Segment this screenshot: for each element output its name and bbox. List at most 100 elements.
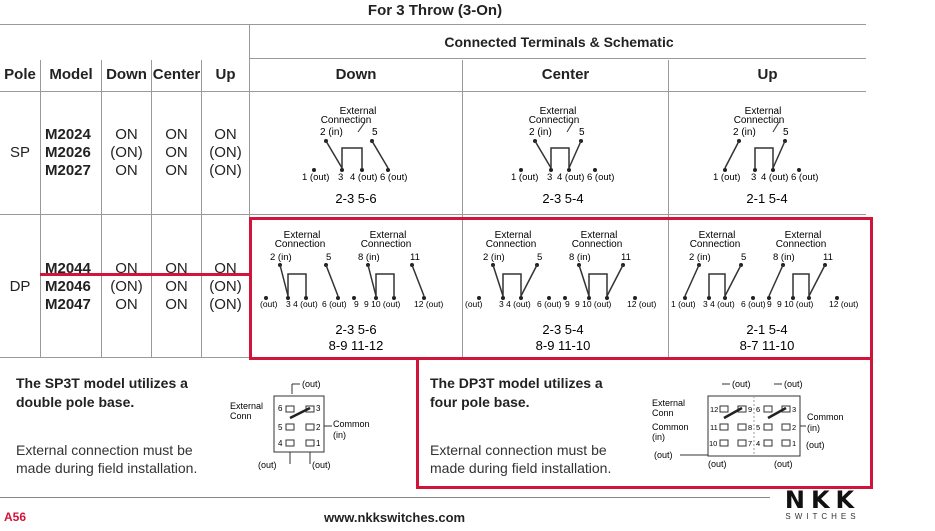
sp-center-states: ON ON ON (152, 126, 201, 180)
label: 12 (710, 405, 718, 414)
label: 6 (out) (537, 299, 562, 309)
label: Connection (572, 239, 623, 250)
label: 5 (278, 423, 283, 432)
label: Common (333, 419, 370, 429)
header-center: Center (152, 66, 201, 83)
note-title: The DP3T model utilizes a (430, 375, 603, 391)
label: 8 (in) (358, 252, 380, 263)
label: 3 4 (out) (499, 299, 531, 309)
label: 1 (316, 439, 321, 448)
connection-code: 8-9 11-12 (329, 338, 384, 353)
divider (0, 24, 866, 25)
dp-down-schematic: External Connection 2 (in) 5 External Co… (260, 230, 443, 353)
model-name: M2024 (45, 126, 91, 143)
label: 3 4 (out) (286, 299, 318, 309)
divider (250, 58, 866, 59)
connection-code: 2-3 5-6 (335, 191, 376, 206)
label: (out) (806, 440, 825, 450)
dp-note: The DP3T model utilizes a four pole base… (430, 374, 603, 412)
divider (249, 24, 250, 357)
header-schematic-up: Up (757, 66, 778, 83)
label: 8 (in) (569, 252, 591, 263)
pole-dp: DP (9, 278, 31, 295)
label: 3 4 (out) (703, 299, 735, 309)
state: (ON) (110, 278, 143, 295)
label: 11 (410, 252, 420, 263)
label: 5 (783, 127, 789, 138)
sp-down-states: ON (ON) ON (102, 126, 151, 180)
label: 4 (out) (350, 172, 377, 183)
highlight-box (249, 217, 873, 360)
label: Connection (529, 115, 580, 126)
connection-code: 2-1 5-4 (746, 191, 787, 206)
label: 11 (621, 252, 631, 263)
dp-center-states: ON ON ON (152, 260, 201, 314)
label: 3 (316, 404, 321, 413)
label: 9 10 (out) (575, 299, 612, 309)
label: (in) (652, 432, 665, 442)
label: 9 (354, 299, 359, 309)
state: ON (115, 162, 138, 179)
label: External (284, 230, 321, 241)
header-schematic-center: Center (541, 66, 590, 83)
label: 6 (out) (380, 172, 407, 183)
state: (ON) (209, 144, 242, 161)
state: ON (115, 126, 138, 143)
connection-code: 2-3 5-4 (542, 322, 583, 337)
label: 6 (out) (741, 299, 766, 309)
label: 4 (out) (557, 172, 584, 183)
label: (out) (302, 379, 321, 389)
label: External (652, 398, 685, 408)
connection-code: 8-7 11-10 (740, 338, 795, 353)
header-pole: Pole (4, 66, 36, 83)
label: 9 10 (out) (777, 299, 814, 309)
footer-url[interactable]: www.nkkswitches.com (324, 510, 466, 525)
label: 12 (out) (829, 299, 858, 309)
connection-code: 2-3 5-4 (542, 191, 583, 206)
label: 4 (756, 439, 760, 448)
label: 5 (537, 252, 542, 263)
label: Connection (734, 115, 785, 126)
label: 5 (579, 127, 585, 138)
model-name: M2046 (45, 278, 91, 295)
label: 1 (out) (671, 299, 696, 309)
label: 2 (in) (320, 127, 343, 138)
label: Connection (361, 239, 412, 250)
label: 9 10 (out) (364, 299, 401, 309)
label: 12 (out) (414, 299, 443, 309)
logo-mark: NKK (784, 486, 861, 514)
label: 6 (278, 404, 283, 413)
label: 3 (751, 172, 756, 183)
label: External (699, 230, 736, 241)
label: External (340, 106, 377, 117)
label: 1 (out) (511, 172, 538, 183)
note-title: double pole base. (16, 394, 135, 410)
connection-code: 8-9 11-10 (536, 338, 591, 353)
label: Connection (275, 239, 326, 250)
label: 3 (338, 172, 343, 183)
label: 7 (748, 439, 752, 448)
model-name: M2047 (45, 296, 91, 313)
label: (out) (465, 299, 483, 309)
state: ON (165, 278, 188, 295)
state: (ON) (209, 162, 242, 179)
label: 5 (741, 252, 746, 263)
note-text: External connection must be (430, 442, 607, 458)
divider (0, 214, 866, 215)
state: ON (115, 296, 138, 313)
label: (in) (807, 423, 820, 433)
label: 11 (710, 423, 718, 432)
sp-base-diagram: (out) External Conn 6 3 5 2 4 1 Common (… (230, 379, 370, 470)
note-title: four pole base. (430, 394, 530, 410)
label: 6 (out) (791, 172, 818, 183)
label: (out) (654, 450, 673, 460)
label: External (745, 106, 782, 117)
state: ON (115, 260, 138, 277)
label: 1 (out) (302, 172, 329, 183)
model-name: M2027 (45, 162, 91, 179)
label: (out) (708, 459, 727, 469)
label: 9 (767, 299, 772, 309)
label: External (370, 230, 407, 241)
label: External (785, 230, 822, 241)
note-title: The SP3T model utilizes a (16, 375, 188, 391)
